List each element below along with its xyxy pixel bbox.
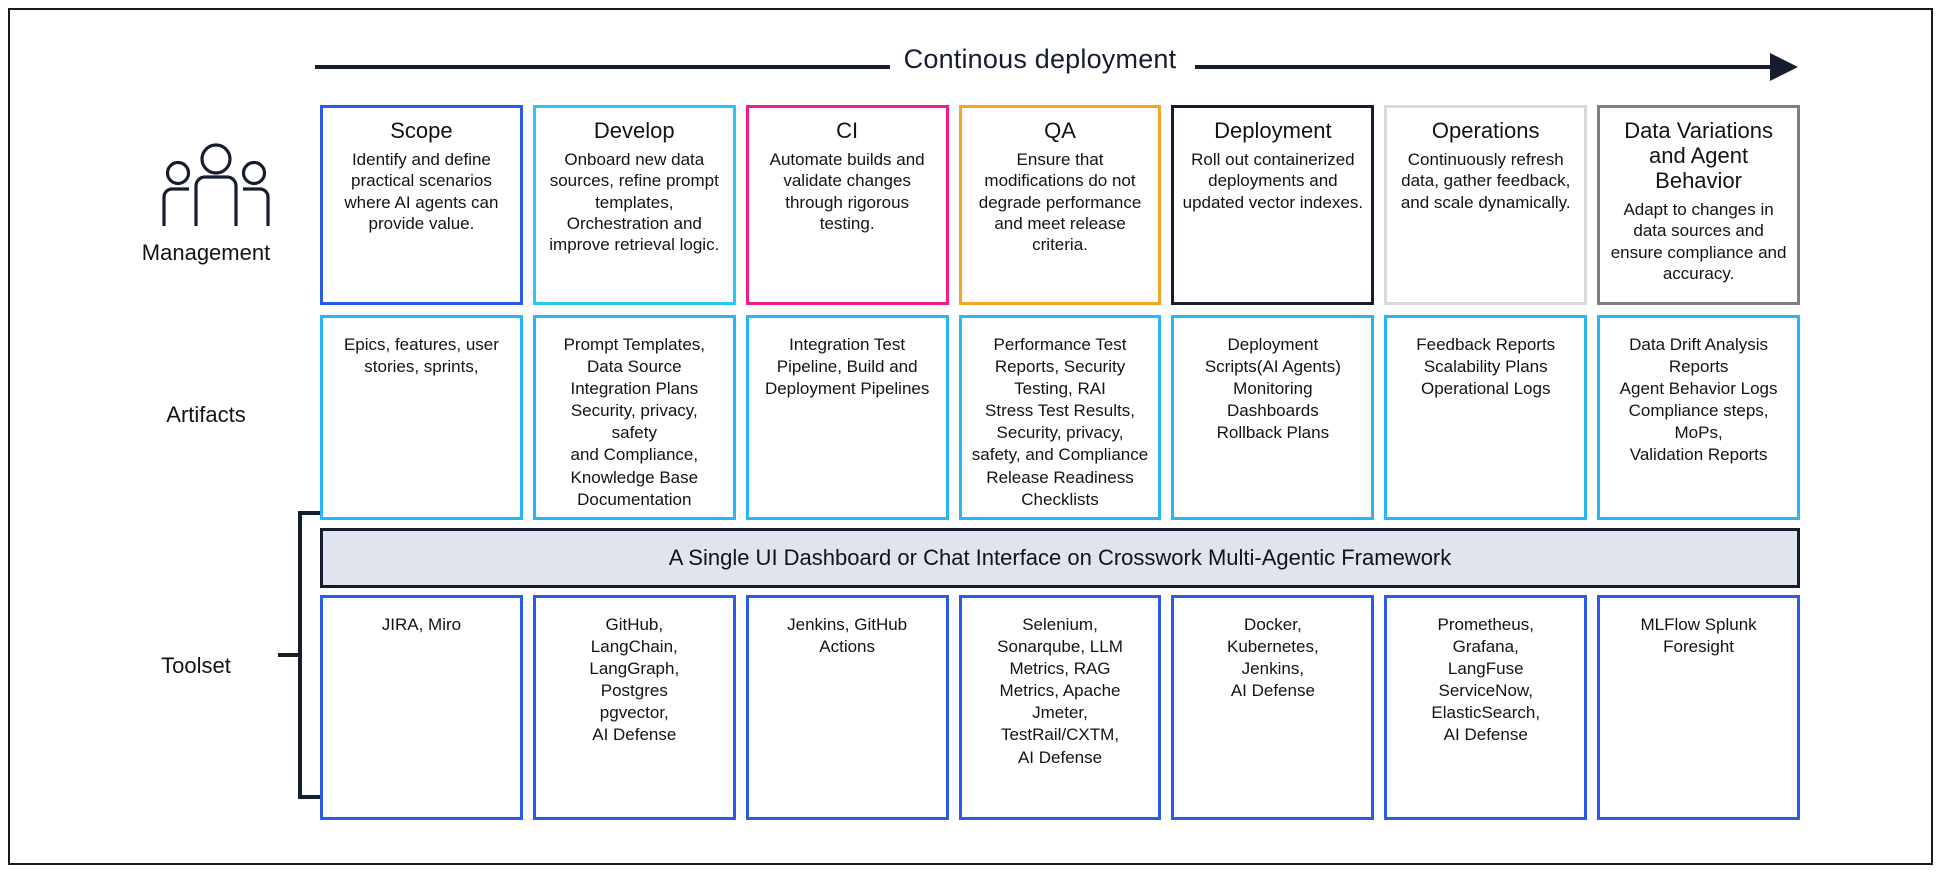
artifacts-list: Integration Test Pipeline, Build and Dep… bbox=[764, 335, 930, 399]
artifacts-list: Performance Test Reports, Security Testi… bbox=[971, 335, 1149, 509]
card-description: Automate builds and validate changes thr… bbox=[769, 150, 925, 233]
toolset-list: GitHub, LangChain, LangGraph, Postgres p… bbox=[589, 615, 680, 745]
toolset-card-qa[interactable]: Selenium, Sonarqube, LLM Metrics, RAG Me… bbox=[958, 595, 1162, 820]
artifacts-card-ci[interactable]: Integration Test Pipeline, Build and Dep… bbox=[745, 315, 949, 520]
management-row: Scope Identify and define practical scen… bbox=[320, 105, 1801, 305]
artifacts-list: Data Drift Analysis Reports Agent Behavi… bbox=[1619, 335, 1778, 465]
card-title: Operations bbox=[1431, 118, 1540, 143]
card-title: CI bbox=[836, 118, 859, 143]
card-title: Develop bbox=[593, 118, 675, 143]
card-description: Roll out containerized deployments and u… bbox=[1182, 150, 1364, 212]
right-arrow-icon bbox=[1770, 53, 1798, 81]
artifacts-list: Prompt Templates, Data Source Integratio… bbox=[563, 335, 705, 509]
toolset-card-data-variations[interactable]: MLFlow Splunk Foresight bbox=[1597, 595, 1801, 820]
management-card-qa[interactable]: QA Ensure that modifications do not degr… bbox=[958, 105, 1162, 305]
artifacts-list: Epics, features, user stories, sprints, bbox=[343, 335, 499, 377]
management-card-data-variations[interactable]: Data Variations and Agent Behavior Adapt… bbox=[1597, 105, 1801, 305]
dashboard-banner[interactable]: A Single UI Dashboard or Chat Interface … bbox=[320, 528, 1800, 588]
management-card-develop[interactable]: Develop Onboard new data sources, refine… bbox=[532, 105, 736, 305]
card-title: QA bbox=[1044, 118, 1076, 143]
card-description: Identify and define practical scenarios … bbox=[344, 150, 499, 233]
arrow-line-left bbox=[315, 65, 890, 69]
toolset-card-operations[interactable]: Prometheus, Grafana, LangFuse ServiceNow… bbox=[1384, 595, 1588, 820]
toolset-list: Docker, Kubernetes, Jenkins, AI Defense bbox=[1227, 615, 1319, 701]
artifacts-list: Deployment Scripts(AI Agents) Monitoring… bbox=[1204, 335, 1341, 443]
artifacts-card-qa[interactable]: Performance Test Reports, Security Testi… bbox=[958, 315, 1162, 520]
card-title: Deployment bbox=[1214, 118, 1332, 143]
toolset-bracket bbox=[278, 510, 338, 805]
row-label-toolset: Toolset bbox=[161, 653, 231, 678]
page-title: Continous deployment bbox=[903, 44, 1177, 74]
artifacts-card-develop[interactable]: Prompt Templates, Data Source Integratio… bbox=[532, 315, 736, 520]
toolset-list: Selenium, Sonarqube, LLM Metrics, RAG Me… bbox=[997, 615, 1123, 767]
card-description: Ensure that modifications do not degrade… bbox=[978, 150, 1142, 255]
artifacts-list: Feedback Reports Scalability Plans Opera… bbox=[1416, 335, 1556, 399]
row-label-management: Management bbox=[141, 240, 271, 265]
management-card-operations[interactable]: Operations Continuously refresh data, ga… bbox=[1384, 105, 1588, 305]
toolset-list: MLFlow Splunk Foresight bbox=[1640, 615, 1757, 657]
people-group-icon bbox=[156, 142, 276, 237]
toolset-row: JIRA, Miro GitHub, LangChain, LangGraph,… bbox=[320, 595, 1801, 820]
artifacts-card-deployment[interactable]: Deployment Scripts(AI Agents) Monitoring… bbox=[1171, 315, 1375, 520]
toolset-list: Prometheus, Grafana, LangFuse ServiceNow… bbox=[1431, 615, 1541, 745]
card-title: Scope bbox=[390, 118, 453, 143]
card-description: Adapt to changes in data sources and ens… bbox=[1610, 200, 1787, 283]
dashboard-banner-label: A Single UI Dashboard or Chat Interface … bbox=[668, 545, 1452, 570]
management-card-deployment[interactable]: Deployment Roll out containerized deploy… bbox=[1171, 105, 1375, 305]
arrow-line-right bbox=[1195, 65, 1773, 69]
toolset-card-scope[interactable]: JIRA, Miro bbox=[320, 595, 523, 820]
toolset-card-ci[interactable]: Jenkins, GitHub Actions bbox=[745, 595, 949, 820]
artifacts-row: Epics, features, user stories, sprints, … bbox=[320, 315, 1801, 520]
artifacts-card-operations[interactable]: Feedback Reports Scalability Plans Opera… bbox=[1384, 315, 1588, 520]
card-description: Onboard new data sources, refine prompt … bbox=[549, 150, 720, 255]
toolset-list: JIRA, Miro bbox=[381, 615, 462, 634]
continuous-deployment-header: Continous deployment bbox=[10, 10, 1931, 82]
management-card-ci[interactable]: CI Automate builds and validate changes … bbox=[745, 105, 949, 305]
diagram-frame: Continous deployment Management Artifact… bbox=[8, 8, 1933, 865]
toolset-card-deployment[interactable]: Docker, Kubernetes, Jenkins, AI Defense bbox=[1171, 595, 1375, 820]
toolset-card-develop[interactable]: GitHub, LangChain, LangGraph, Postgres p… bbox=[532, 595, 736, 820]
artifacts-card-scope[interactable]: Epics, features, user stories, sprints, bbox=[320, 315, 523, 520]
row-label-artifacts: Artifacts bbox=[166, 402, 246, 427]
card-title: Data Variations and Agent Behavior bbox=[1624, 118, 1773, 194]
management-card-scope[interactable]: Scope Identify and define practical scen… bbox=[320, 105, 523, 305]
card-description: Continuously refresh data, gather feedba… bbox=[1400, 150, 1571, 212]
toolset-list: Jenkins, GitHub Actions bbox=[787, 615, 908, 657]
artifacts-card-data-variations[interactable]: Data Drift Analysis Reports Agent Behavi… bbox=[1597, 315, 1801, 520]
